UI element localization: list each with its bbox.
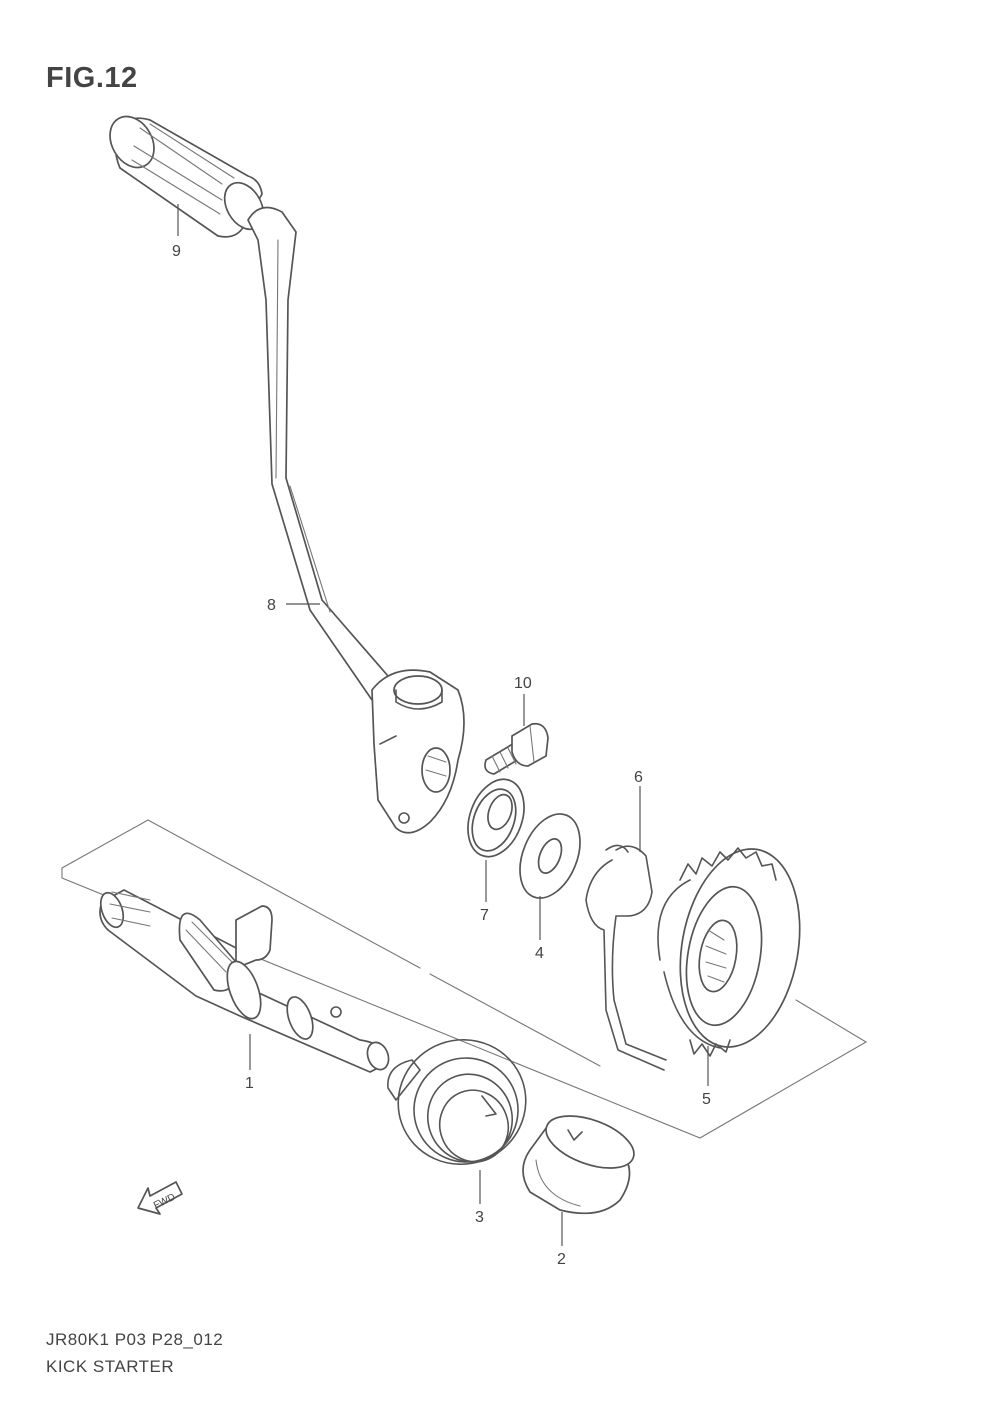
diagram-name: KICK STARTER xyxy=(46,1357,175,1376)
figure-title: FIG.12 xyxy=(46,62,138,94)
part-bolt[interactable] xyxy=(484,722,549,775)
callout-10: 10 xyxy=(514,675,532,692)
callout-2: 2 xyxy=(557,1251,566,1268)
callout-labels: 9 8 10 7 4 6 5 1 3 2 xyxy=(172,243,711,1268)
part-washer[interactable] xyxy=(508,805,591,907)
callout-1: 1 xyxy=(245,1075,254,1092)
assembly-boundary xyxy=(61,819,868,1139)
leader-lines xyxy=(177,204,709,1246)
callout-6: 6 xyxy=(634,769,643,786)
fwd-arrow-icon: FWD xyxy=(137,1181,183,1215)
callout-8: 8 xyxy=(267,597,276,614)
part-grip[interactable] xyxy=(101,109,271,238)
part-kick-lever[interactable] xyxy=(247,206,465,834)
diagram-code: JR80K1 P03 P28_012 xyxy=(46,1330,224,1349)
part-spring-clip[interactable] xyxy=(585,844,667,1071)
callout-4: 4 xyxy=(535,945,544,962)
part-bushing[interactable] xyxy=(522,1106,641,1215)
callout-9: 9 xyxy=(172,243,181,260)
part-kick-shaft[interactable] xyxy=(96,889,392,1073)
callout-7: 7 xyxy=(480,907,489,924)
part-oil-seal[interactable] xyxy=(458,772,534,865)
part-kick-gear[interactable] xyxy=(657,839,814,1057)
part-return-spring[interactable] xyxy=(381,1022,544,1182)
callout-5: 5 xyxy=(702,1091,711,1108)
callout-3: 3 xyxy=(475,1209,484,1226)
